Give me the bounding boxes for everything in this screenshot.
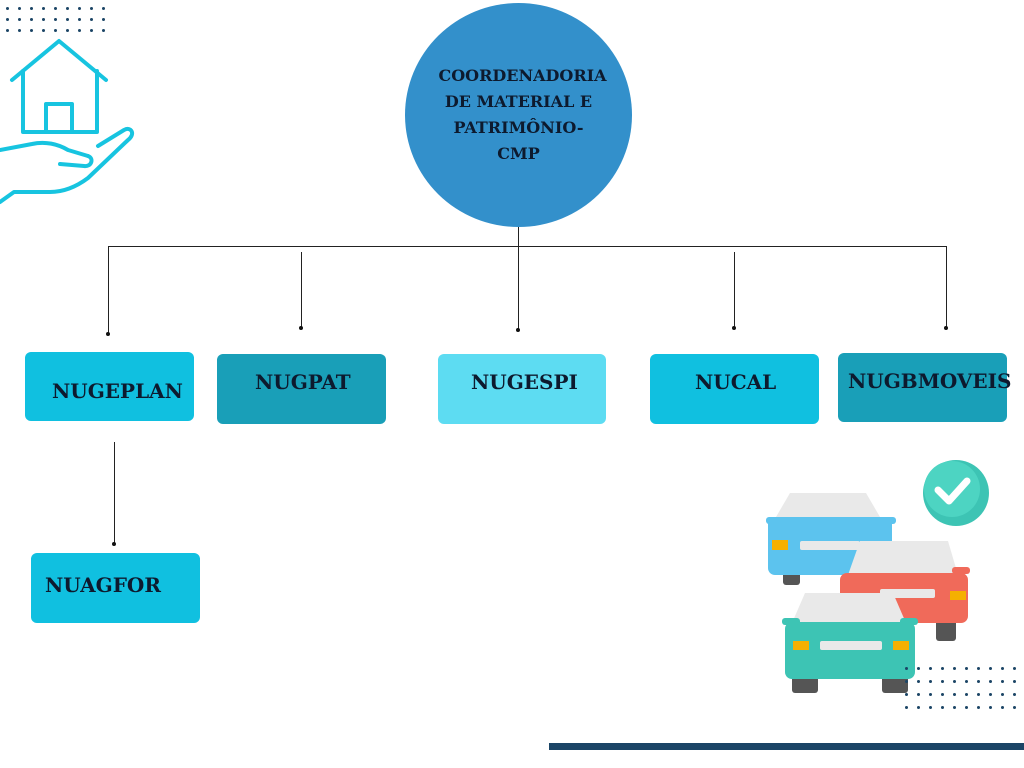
unit-box-nugpat: NUGPAT (217, 354, 386, 424)
connector-nugeplan (108, 246, 109, 334)
unit-label: NUAGFOR (45, 573, 161, 597)
cars-checkmark-icon (766, 460, 989, 693)
unit-label: NUGEPLAN (52, 378, 183, 403)
dot-pattern-top-left (6, 7, 105, 32)
connector-trunk (518, 227, 519, 330)
connector-end-nuagfor (112, 542, 116, 546)
root-node: COORDENADORIA DE MATERIAL E PATRIMÔNIO-C… (405, 3, 632, 227)
unit-label: NUCAL (695, 370, 777, 394)
unit-label: NUGBMOVEIS (848, 369, 1012, 393)
unit-label: NUGESPI (471, 370, 578, 394)
unit-box-nugbmoveis: NUGBMOVEIS (838, 353, 1011, 422)
connector-nugpat (301, 252, 302, 328)
connector-end-nugbmoveis (944, 326, 948, 330)
bottom-accent-bar (549, 743, 1024, 750)
unit-box-nugeplan: NUGEPLAN (25, 352, 194, 421)
connector-nucal (734, 252, 735, 328)
root-node-label: COORDENADORIA DE MATERIAL E PATRIMÔNIO-C… (438, 66, 607, 163)
house-on-hand-icon (0, 39, 135, 204)
unit-box-nugespi: NUGESPI (438, 354, 606, 424)
connector-end-nugpat (299, 326, 303, 330)
unit-box-nuagfor: NUAGFOR (31, 553, 200, 623)
connector-nugbmoveis (946, 246, 947, 328)
connector-horizontal (108, 246, 947, 247)
connector-nuagfor (114, 442, 115, 544)
dot-pattern-bottom-right (905, 667, 1016, 709)
connector-end-nugeplan (106, 332, 110, 336)
unit-box-nucal: NUCAL (650, 354, 819, 424)
unit-label: NUGPAT (255, 370, 351, 394)
connector-end-nugespi (516, 328, 520, 332)
connector-end-nucal (732, 326, 736, 330)
